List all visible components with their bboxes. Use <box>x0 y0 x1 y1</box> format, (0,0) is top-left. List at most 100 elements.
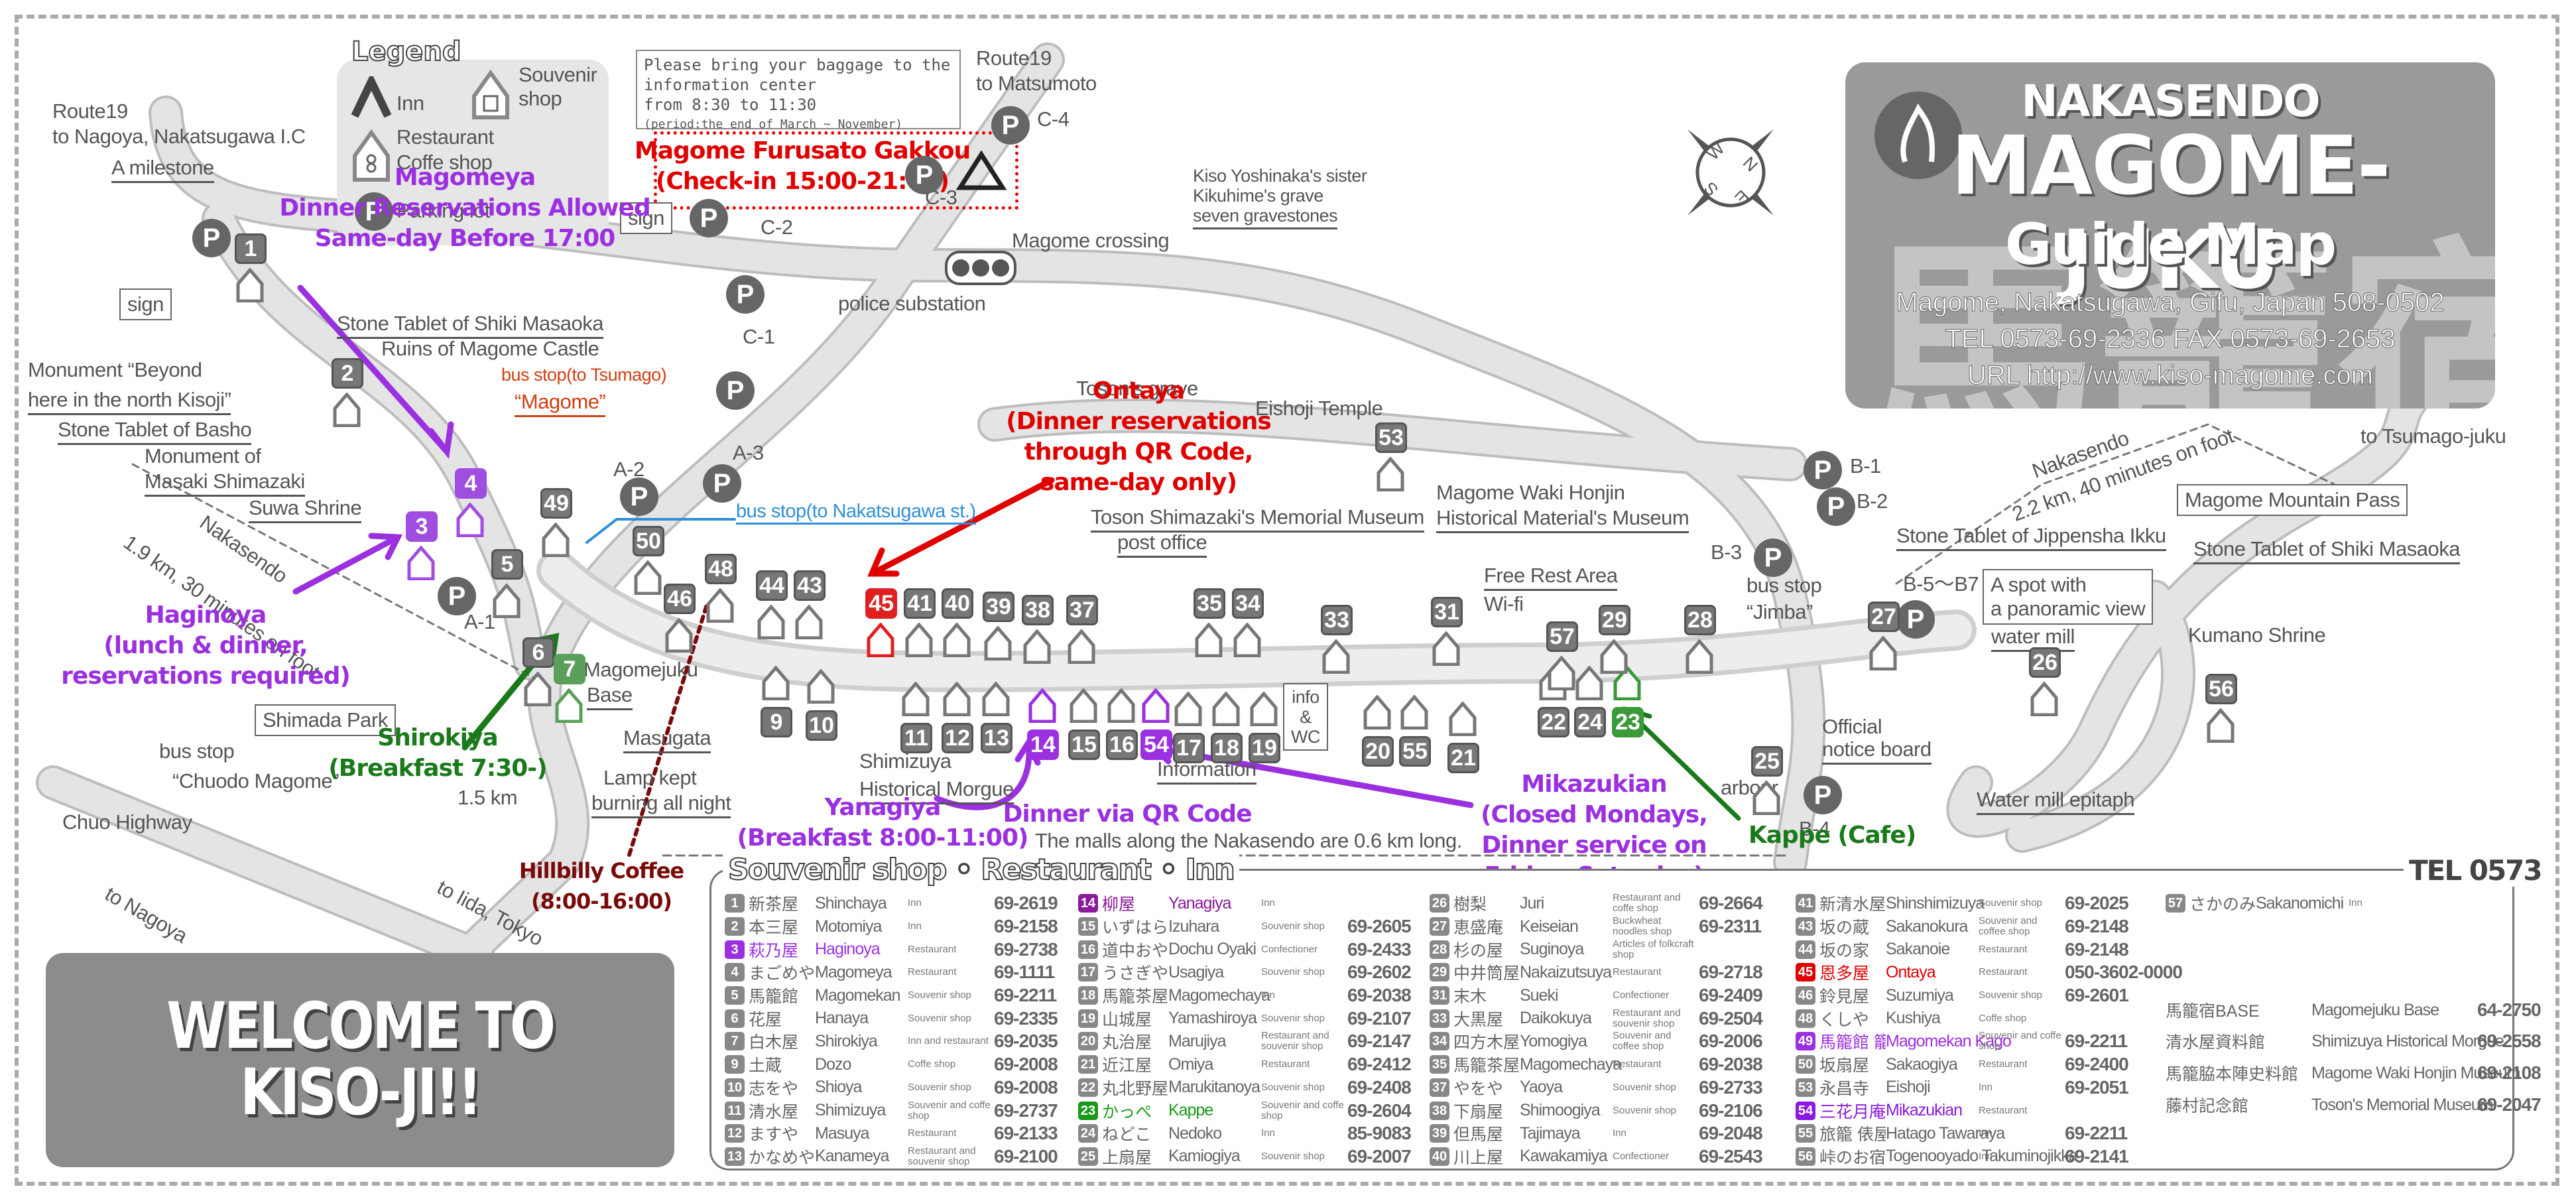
shop-house-icon <box>1107 688 1135 723</box>
shop-badge-28[interactable]: 28 <box>1684 605 1716 635</box>
info-wc-building: info&WC <box>1283 683 1328 751</box>
shop-badge-15[interactable]: 15 <box>1068 729 1100 760</box>
shop-badge-3[interactable]: 3 <box>406 511 438 542</box>
row-number-badge: 13 <box>725 1147 745 1166</box>
shop-badge-9[interactable]: 9 <box>761 707 792 737</box>
shop-badge-33[interactable]: 33 <box>1321 605 1353 635</box>
shop-badge-26[interactable]: 26 <box>2029 647 2061 678</box>
row-phone: 69-2008 <box>994 1076 1058 1098</box>
shop-badge-13[interactable]: 13 <box>981 723 1012 753</box>
shop-badge-6[interactable]: 6 <box>522 637 554 668</box>
shop-badge-1[interactable]: 1 <box>235 233 267 264</box>
shop-badge-39[interactable]: 39 <box>983 592 1014 622</box>
row-number-badge: 46 <box>1796 986 1815 1005</box>
shop-badge-18[interactable]: 18 <box>1211 733 1243 763</box>
museum-phone: 69-2108 <box>2477 1062 2542 1083</box>
trail-nakasendo-west <box>131 463 545 684</box>
shop-badge-27[interactable]: 27 <box>1868 602 1900 632</box>
shop-house-icon <box>1322 639 1350 674</box>
shop-badge-11[interactable]: 11 <box>900 723 932 753</box>
row-phone: 69-2409 <box>1699 985 1763 1006</box>
shop-badge-20[interactable]: 20 <box>1362 736 1394 767</box>
route19-top-label: Route19 <box>976 46 1052 70</box>
shop-badge-46[interactable]: 46 <box>664 584 696 614</box>
parking-a3-label: A-3 <box>733 441 764 464</box>
shop-badge-57[interactable]: 57 <box>1546 621 1578 652</box>
shop-badge-54[interactable]: 54 <box>1140 729 1172 760</box>
shop-badge-44[interactable]: 44 <box>756 570 788 601</box>
shop-badge-25[interactable]: 25 <box>1751 746 1783 777</box>
shop-badge-22[interactable]: 22 <box>1538 707 1569 737</box>
shop-badge-24[interactable]: 24 <box>1574 707 1606 737</box>
row-category: Confectioner <box>1613 989 1670 1001</box>
shop-badge-12[interactable]: 12 <box>942 723 973 753</box>
parking-icon: P <box>192 219 231 257</box>
row-english-name: Sakanokura <box>1886 917 1968 936</box>
shop-badge-56[interactable]: 56 <box>2205 674 2237 704</box>
shop-badge-4[interactable]: 4 <box>455 468 487 499</box>
row-category: Souvenir shop <box>1979 989 2042 1001</box>
chuodo-bus-stop-2: “Chuodo Magome” <box>172 769 339 792</box>
row-phone: 69-2035 <box>994 1031 1058 1052</box>
shop-badge-21[interactable]: 21 <box>1447 743 1479 773</box>
shop-badge-48[interactable]: 48 <box>705 554 737 584</box>
row-category: Inn <box>1613 1127 1626 1139</box>
shop-badge-29[interactable]: 29 <box>1599 605 1630 635</box>
row-category: Restaurant <box>1613 966 1662 978</box>
row-category: Inn <box>1261 897 1275 909</box>
shop-badge-34[interactable]: 34 <box>1232 588 1264 619</box>
shop-badge-19[interactable]: 19 <box>1249 733 1280 763</box>
shop-badge-53[interactable]: 53 <box>1375 422 1407 453</box>
parking-icon: P <box>690 199 728 237</box>
route19-left-label: Route19 <box>52 99 128 123</box>
row-english-name: Shimizuya <box>815 1101 886 1120</box>
row-english-name: Magomekan Kago <box>1886 1031 2012 1050</box>
shop-badge-17[interactable]: 17 <box>1173 733 1205 763</box>
shop-badge-10[interactable]: 10 <box>806 710 837 741</box>
shop-badge-41[interactable]: 41 <box>904 588 936 619</box>
row-phone: 69-2008 <box>994 1054 1058 1075</box>
shop-house-icon <box>1233 623 1261 657</box>
shop-badge-45[interactable]: 45 <box>865 588 897 619</box>
website-url[interactable]: URL http://www.kiso-magome.com <box>1967 361 2374 391</box>
shop-badge-37[interactable]: 37 <box>1066 595 1098 625</box>
shop-house-icon <box>493 584 521 618</box>
parking-c2-label: C-2 <box>761 216 793 239</box>
shop-badge-40[interactable]: 40 <box>942 588 973 619</box>
magome-crossing-label: Magome crossing <box>1012 229 1170 252</box>
shop-badge-31[interactable]: 31 <box>1431 597 1463 627</box>
shop-badge-7[interactable]: 7 <box>554 654 585 684</box>
shop-badge-35[interactable]: 35 <box>1194 588 1225 619</box>
shop-badge-49[interactable]: 49 <box>540 488 572 519</box>
shop-badge-50[interactable]: 50 <box>633 526 664 556</box>
yanagiya-annotation: Yanagiya(Breakfast 8:00-11:00) <box>737 794 1029 852</box>
row-english-name: Usagiya <box>1168 962 1224 981</box>
shop-house-icon <box>1363 695 1391 729</box>
shop-badge-43[interactable]: 43 <box>794 570 826 601</box>
row-phone: 69-2738 <box>994 938 1058 960</box>
row-english-name: Magomechaya <box>1520 1054 1622 1074</box>
shop-badge-16[interactable]: 16 <box>1106 729 1138 760</box>
shop-badge-23[interactable]: 23 <box>1612 707 1644 737</box>
shop-badge-38[interactable]: 38 <box>1022 595 1054 625</box>
shop-badge-55[interactable]: 55 <box>1399 736 1431 767</box>
row-english-name: Kanameya <box>815 1147 890 1166</box>
shop-badge-2[interactable]: 2 <box>332 358 363 389</box>
shop-badge-14[interactable]: 14 <box>1027 729 1059 760</box>
row-phone: 69-2006 <box>1699 1031 1763 1052</box>
museum-japanese-name: 藤村記念館 <box>2166 1097 2249 1115</box>
row-phone: 69-2038 <box>1699 1054 1763 1075</box>
parking-icon: P <box>905 156 944 194</box>
row-number-badge: 25 <box>1078 1147 1098 1166</box>
shop-badge-5[interactable]: 5 <box>491 549 523 580</box>
suwa-shrine-label: Suwa Shrine <box>249 496 362 523</box>
row-number-badge: 5 <box>725 986 745 1005</box>
shop-house-icon <box>555 688 583 723</box>
row-category: Inn <box>908 920 922 932</box>
